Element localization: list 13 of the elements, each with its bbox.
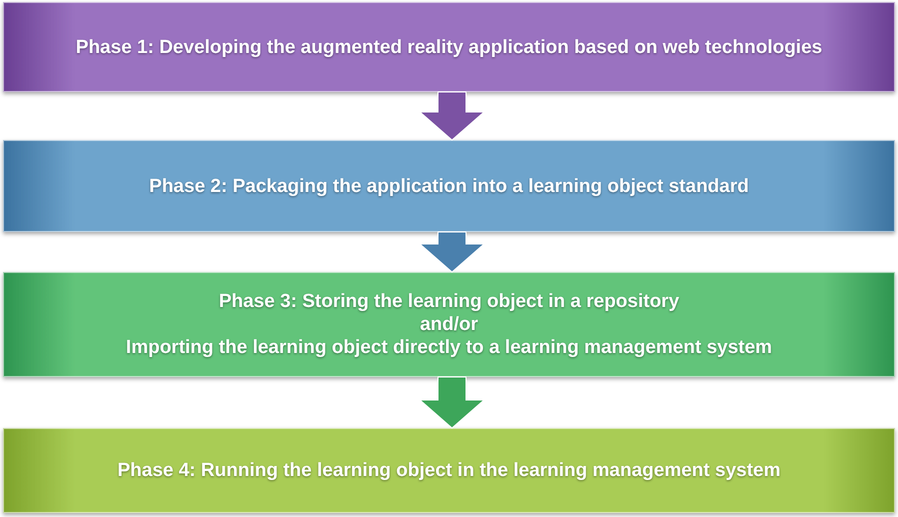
phase-band xyxy=(3,140,895,232)
down-arrow xyxy=(418,232,486,273)
phase-text: Phase 2: Packaging the application into a learning object standard xyxy=(149,174,749,198)
phase-text: Phase 1: Developing the augmented reality application based on web technologies xyxy=(76,36,822,58)
down-arrow xyxy=(418,92,486,141)
phase-text: and/or xyxy=(420,313,478,336)
phase-text: Importing the learning object directly to a learning management system xyxy=(126,336,772,359)
phase-band xyxy=(3,272,895,377)
phase-text: Phase 3: Storing the learning object in a repository xyxy=(218,290,680,313)
phase-band xyxy=(3,2,895,92)
phase-band xyxy=(3,428,895,513)
down-arrow xyxy=(418,376,486,429)
phase-text: Phase 4: Running the learning object in the learning management system xyxy=(117,459,781,482)
